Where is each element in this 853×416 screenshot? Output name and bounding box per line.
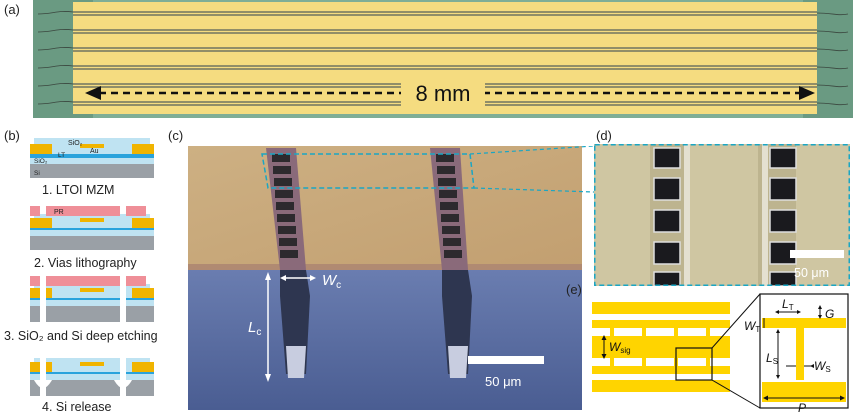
electrode-zoom: G LT WT LS WS P	[744, 293, 849, 412]
wsig-label: Wsig	[609, 340, 631, 355]
panel-c-sem-image: Wc Lc 50 μm	[188, 146, 582, 410]
scale-bar-label: 50 μm	[485, 374, 521, 389]
step3-caption: 3. SiO₂ and Si deep etching	[4, 329, 158, 343]
step1-caption: 1. LTOI MZM	[42, 183, 115, 197]
ws-label: WS	[814, 359, 831, 374]
arrow-right-icon	[799, 86, 815, 100]
svg-text:LT: LT	[58, 152, 65, 159]
length-label: 8 mm	[416, 81, 471, 106]
step2-caption: 2. Vias lithography	[34, 256, 137, 270]
panel-d-sem-image: 50 μm	[594, 144, 850, 286]
wc-label: Wc	[322, 272, 341, 291]
step4-caption: 4. Si release	[42, 400, 112, 414]
svg-text:PR: PR	[54, 209, 64, 216]
step2-cross-section: PR	[30, 206, 154, 250]
electrode-overview: Wsig	[592, 302, 730, 392]
svg-text:Au: Au	[90, 148, 99, 155]
panel-a-waveguides	[73, 11, 817, 106]
svg-text:SiO₂: SiO₂	[34, 158, 48, 165]
panel-c-label: (c)	[168, 128, 184, 143]
panel-a-chip-image: 8 mm	[33, 0, 853, 118]
panel-d-label: (d)	[596, 128, 612, 143]
p-label: P	[798, 401, 806, 412]
panel-d-scale-bar	[790, 250, 844, 258]
panel-a-label: (a)	[4, 2, 20, 17]
arrow-left-icon	[85, 86, 101, 100]
panel-d-border	[594, 144, 850, 286]
step1-cross-section: SiO₂ Au LT SiO₂ Si	[30, 138, 154, 178]
g-label: G	[825, 307, 834, 321]
panel-e-label: (e)	[566, 282, 582, 297]
svg-text:SiO₂: SiO₂	[68, 140, 83, 147]
wt-label: WT	[744, 319, 760, 334]
panel-d-scale-bar-label: 50 μm	[794, 266, 829, 280]
scale-bar	[468, 356, 544, 364]
panel-e-electrode-schematic: Wsig G LT WT LS WS P	[592, 293, 849, 412]
svg-text:Si: Si	[34, 170, 40, 177]
zoom-connector	[470, 146, 595, 193]
zoom-region-rect	[675, 347, 713, 381]
panel-b-label: (b)	[4, 128, 20, 143]
ls-label: LS	[766, 351, 778, 366]
lt-label: LT	[782, 297, 794, 312]
step4-cross-section	[30, 350, 154, 396]
step3-cross-section	[30, 276, 154, 322]
lc-label: Lc	[248, 319, 261, 338]
